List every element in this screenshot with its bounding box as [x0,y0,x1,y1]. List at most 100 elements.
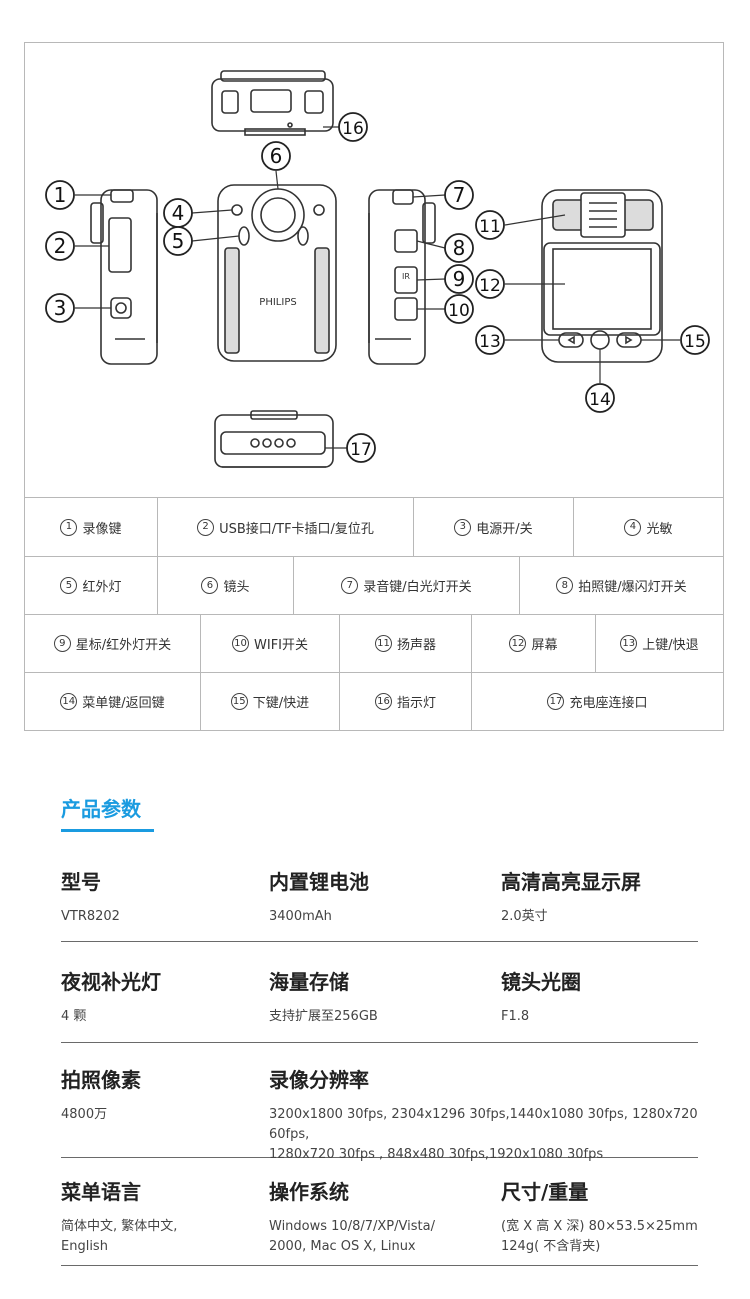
spec-title: 夜视补光灯 [61,970,161,994]
callout-5: 5 [163,226,193,256]
legend-item: 9 星标/红外灯开关 [25,615,200,672]
legend-number: 6 [201,577,219,594]
section-title: 产品参数 [61,797,141,821]
legend-item: 5 红外灯 [25,557,157,614]
spec-value: 4800万 [61,1107,108,1122]
svg-text:9: 9 [453,267,466,291]
callout-14: 14 [585,383,615,413]
callout-4: 4 [163,198,193,228]
legend-label: 红外灯 [82,580,122,595]
legend-label: 光敏 [646,521,673,537]
spec-title: 海量存储 [269,970,349,994]
spec-title: 型号 [61,870,101,894]
legend-item: 12 屏幕 [471,615,595,672]
callout-6: 6 [261,141,291,171]
top-view [211,70,334,136]
back-view [541,189,663,363]
legend-label: 指示灯 [396,696,436,711]
legend-number: 8 [556,577,574,594]
spec-title: 菜单语言 [61,1180,141,1204]
legend-number: 12 [509,635,527,652]
svg-text:5: 5 [172,229,185,253]
spec-title: 内置锂电池 [269,870,369,894]
legend-item: 8 拍照键/爆闪灯开关 [519,557,723,614]
callout-8: 8 [444,233,474,263]
svg-text:4: 4 [172,201,185,225]
legend-number: 15 [230,693,248,710]
svg-text:3: 3 [54,296,67,320]
legend-label: 镜头 [223,580,250,595]
legend-label: 星标/红外灯开关 [75,638,172,653]
svg-text:17: 17 [350,440,372,460]
legend-number: 5 [60,577,78,594]
spec-item: 尺寸/重量(宽 X 高 X 深) 80×53.5×25mm 124g( 不含背夹… [501,1176,698,1257]
callout-1: 1 [45,180,75,210]
legend-label: USB接口/TF卡插口/复位孔 [219,521,374,537]
legend-label: WIFI开关 [254,638,308,653]
front-view [217,184,337,362]
legend-number: 17 [547,693,565,710]
svg-text:1: 1 [54,183,67,207]
svg-text:8: 8 [453,236,466,260]
spec-item: 操作系统 Windows 10/8/7/XP/Vista/ 2000, Mac O… [269,1176,435,1257]
legend-label: 拍照键/爆闪灯开关 [578,580,687,595]
ir-label: IR [402,272,410,281]
spec-value: 2.0英寸 [501,909,548,924]
callout-15: 15 [680,325,710,355]
callout-16: 16 [338,112,368,142]
spec-value: Windows 10/8/7/XP/Vista/ 2000, Mac OS X,… [269,1219,435,1254]
legend-item: 11 扬声器 [339,615,471,672]
svg-text:16: 16 [342,119,364,139]
spec-item: 型号 VTR8202 [61,866,120,927]
svg-text:10: 10 [448,301,470,321]
legend-number: 9 [53,635,71,652]
callout-10: 10 [444,294,474,324]
spec-value: 4 颗 [61,1009,87,1024]
brand-label: PHILIPS [259,297,296,308]
legend-number: 11 [374,635,392,652]
spec-title: 尺寸/重量 [501,1180,589,1204]
spec-value: VTR8202 [61,909,120,924]
spec-title: 操作系统 [269,1180,349,1204]
svg-text:14: 14 [589,390,611,410]
legend-label: 屏幕 [531,638,558,653]
legend-label: 录音键/白光灯开关 [363,580,472,595]
legend-item: 6 镜头 [157,557,293,614]
spec-title: 镜头光圈 [501,970,581,994]
svg-text:12: 12 [479,276,501,296]
bottom-view [214,410,334,468]
legend-number: 4 [624,518,642,536]
svg-text:6: 6 [270,144,283,168]
legend-label: 扬声器 [396,638,436,653]
callout-7: 7 [444,180,474,210]
legend-label: 下键/快进 [252,696,310,711]
callout-3: 3 [45,293,75,323]
spec-item: 夜视补光灯 4 颗 [61,966,161,1027]
callout-12: 12 [475,269,505,299]
left-side-view [90,189,158,365]
svg-text:13: 13 [479,332,501,352]
legend-number: 13 [620,635,638,652]
legend-number: 3 [454,518,472,536]
svg-text:7: 7 [453,183,466,207]
legend-number: 1 [60,518,78,536]
